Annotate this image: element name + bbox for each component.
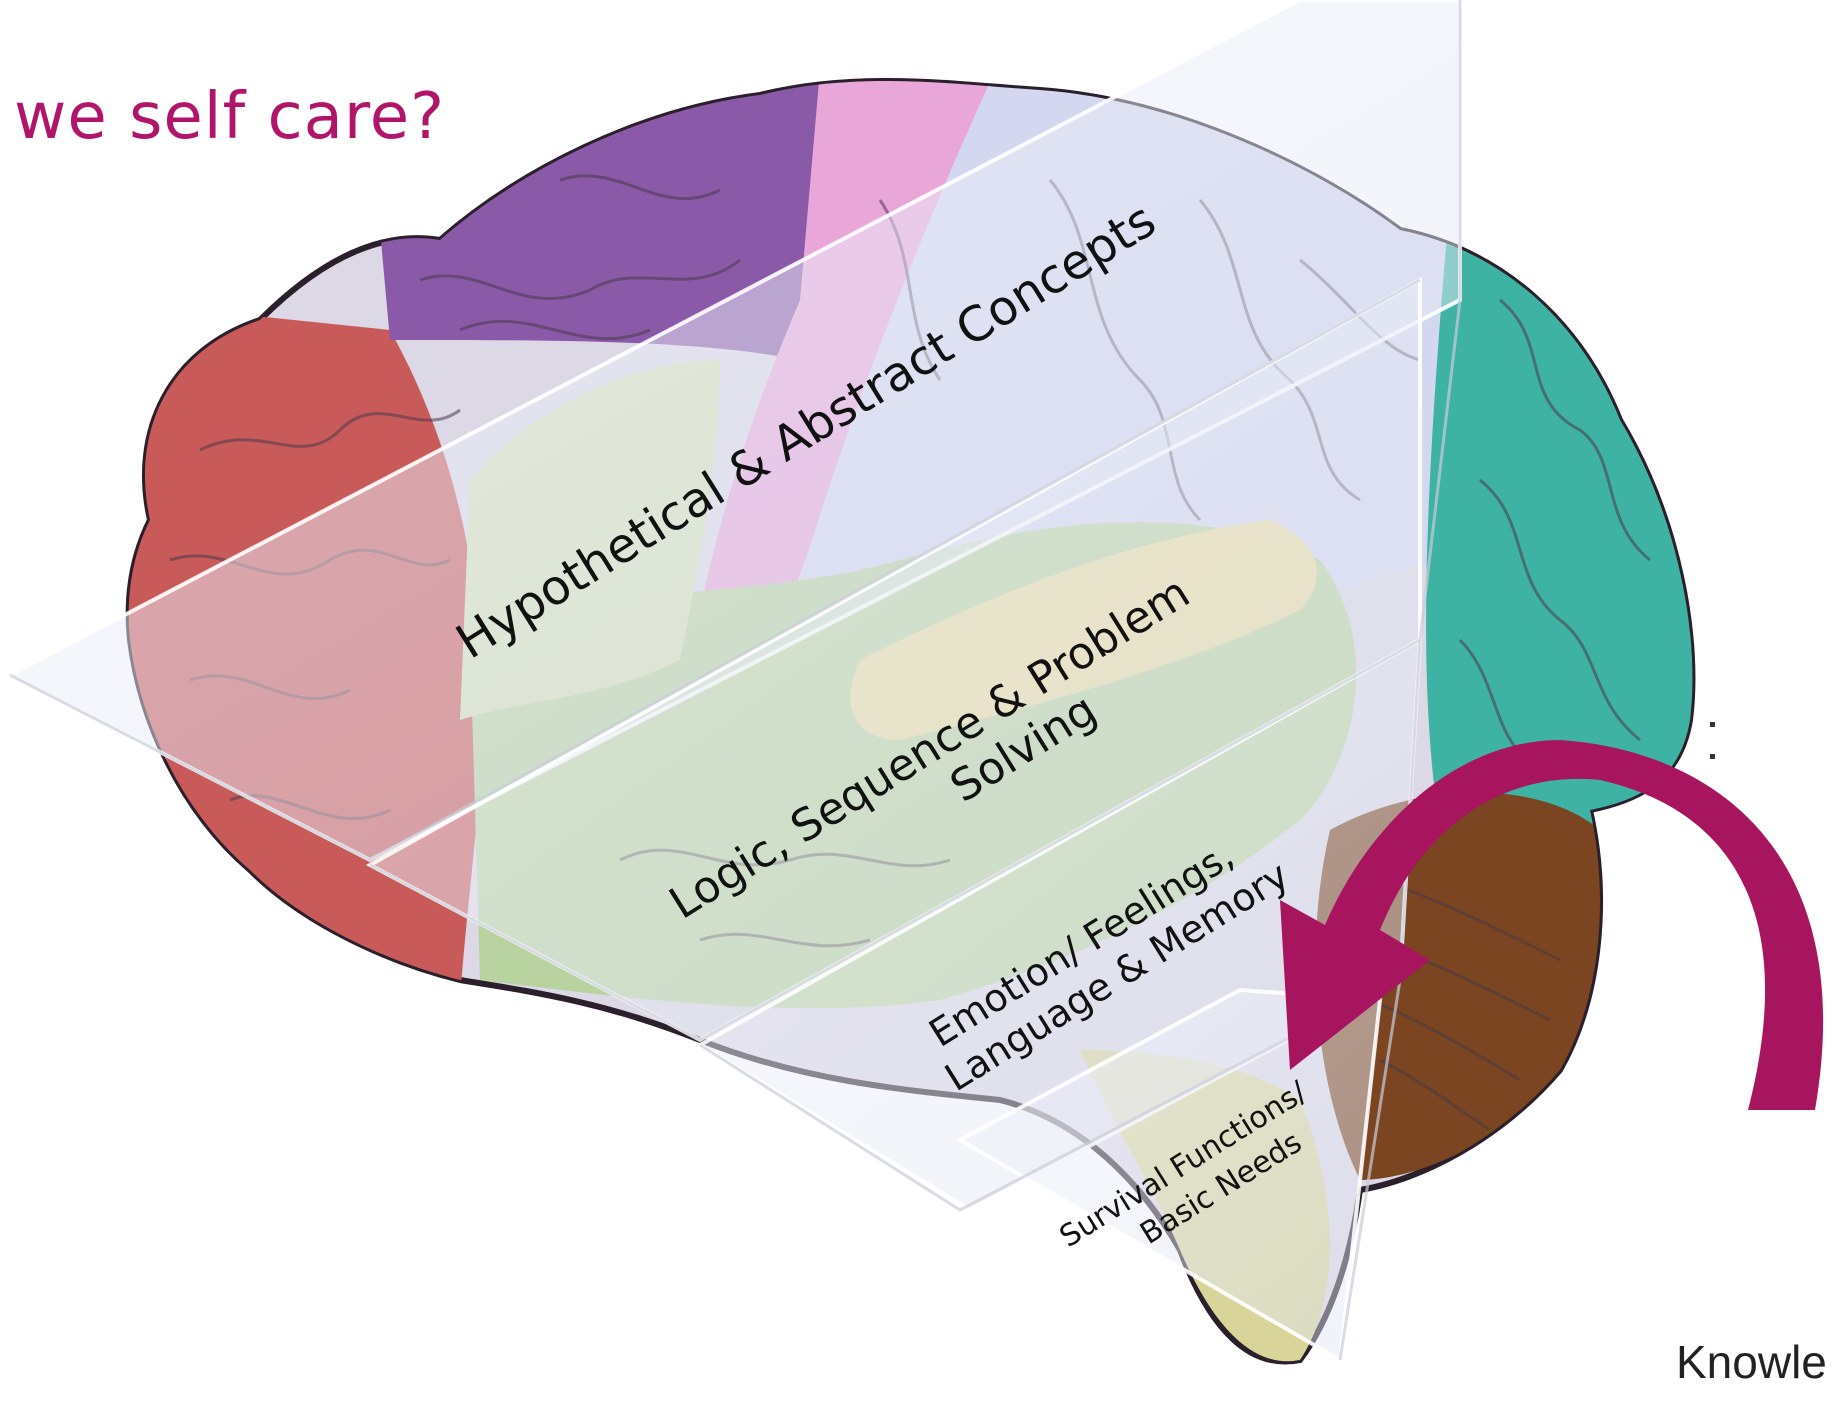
bullet-mark [1710, 754, 1715, 759]
bullet-mark [1710, 722, 1715, 727]
corner-text: Knowle [1676, 1335, 1827, 1389]
occipital-lobe [1426, 200, 1720, 830]
